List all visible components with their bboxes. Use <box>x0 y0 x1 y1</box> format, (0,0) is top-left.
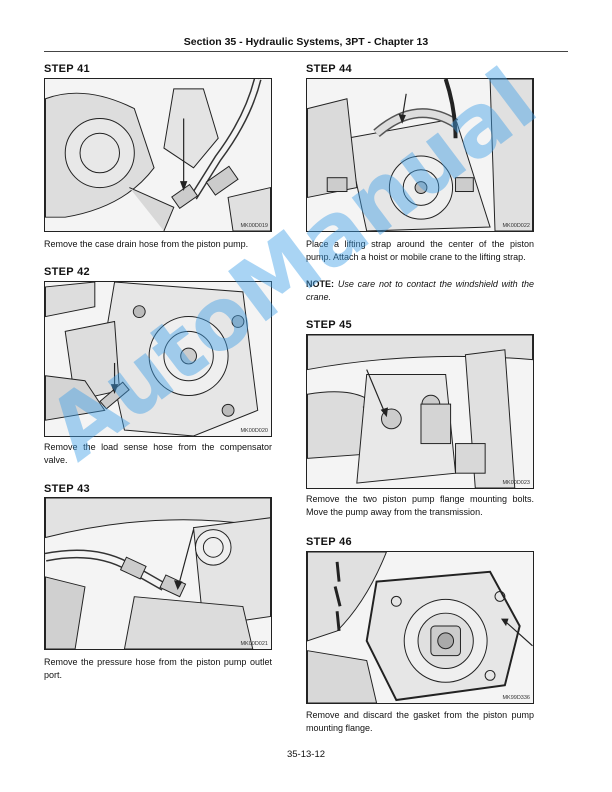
step-43-caption: Remove the pressure hose from the piston… <box>44 657 272 680</box>
step-44-label: STEP 44 <box>306 63 352 75</box>
step-44-note: NOTE: Use care not to contact the windsh… <box>306 278 534 303</box>
step-44-illustration <box>307 79 533 231</box>
step-42-caption: Remove the load sense hose from the comp… <box>44 442 272 465</box>
step-43-label: STEP 43 <box>44 483 90 495</box>
step-45-label: STEP 45 <box>306 319 352 331</box>
step-42-illustration <box>45 282 259 436</box>
step-45-figure: MK00D023 <box>306 334 534 489</box>
step-42-figure-id: MK00D020 <box>240 428 268 434</box>
step-46-figure: MK99D336 <box>306 551 534 704</box>
step-43-figure: MK00D021 <box>44 497 272 650</box>
step-41-label: STEP 41 <box>44 63 90 75</box>
step-43-illustration <box>45 498 271 649</box>
step-41-caption: Remove the case drain hose from the pist… <box>44 239 249 249</box>
step-45-figure-id: MK00D023 <box>502 480 530 486</box>
step-44-caption: Place a lifting strap around the center … <box>306 239 534 262</box>
page-number: 35-13-12 <box>286 749 326 760</box>
step-44-note-text: Use care not to contact the windshield w… <box>306 279 534 302</box>
step-46-figure-id: MK99D336 <box>502 695 530 701</box>
step-44-figure: MK00D022 <box>306 78 534 232</box>
step-44-figure-id: MK00D022 <box>502 223 530 229</box>
page-header-title: Section 35 - Hydraulic Systems, 3PT - Ch… <box>183 36 429 48</box>
step-41-illustration <box>45 79 271 231</box>
step-43-figure-id: MK00D021 <box>240 641 268 647</box>
header-rule <box>44 51 568 52</box>
step-46-caption: Remove and discard the gasket from the p… <box>306 710 534 733</box>
step-45-caption: Remove the two piston pump flange mounti… <box>306 494 534 517</box>
step-46-illustration <box>307 552 533 703</box>
step-42-figure: MK00D020 <box>44 281 272 437</box>
step-42-label: STEP 42 <box>44 266 90 278</box>
step-44-note-label: NOTE: <box>306 279 334 289</box>
step-45-illustration <box>307 335 533 488</box>
step-41-figure-id: MK00D019 <box>240 223 268 229</box>
step-46-label: STEP 46 <box>306 536 352 548</box>
step-41-figure: MK00D019 <box>44 78 272 232</box>
